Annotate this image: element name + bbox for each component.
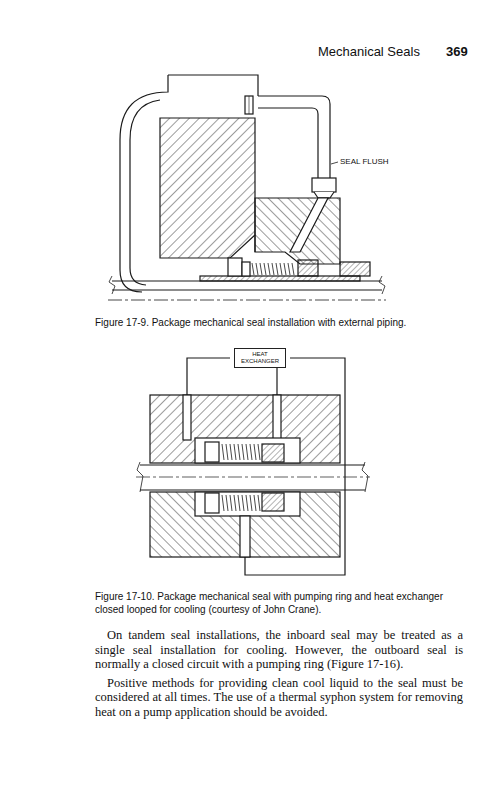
seal-face (228, 258, 242, 276)
cooling-pipe (187, 358, 230, 395)
box-label: HEAT EXCHANGER (238, 351, 282, 365)
body-paragraph: On tandem seal installations, the inboar… (95, 628, 463, 672)
spring (222, 444, 260, 511)
cooling-pipe (276, 368, 277, 395)
pumping-ring (262, 493, 284, 511)
shaft (140, 489, 365, 490)
bolt (245, 96, 253, 114)
seal-cavity (195, 438, 300, 463)
figure-caption: Figure 17-10. Package mechanical seal wi… (95, 590, 465, 616)
centerline (108, 300, 386, 301)
pipe-fitting (312, 178, 336, 192)
figure-17-10 (136, 358, 370, 575)
seal-face (205, 442, 219, 462)
heat-exchanger-box: HEAT EXCHANGER (234, 348, 286, 368)
shaft (140, 464, 365, 465)
seal-ring (298, 260, 318, 276)
flush-pipe (258, 108, 318, 178)
flush-passage (290, 198, 328, 252)
casing-outline (130, 100, 160, 285)
figure-17-9 (108, 75, 386, 300)
running-header: Mechanical Seals (318, 44, 420, 59)
seal-housing (150, 492, 340, 557)
body-paragraph: Positive methods for providing clean coo… (95, 676, 463, 720)
page-number: 369 (446, 44, 468, 59)
callout-label: SEAL FLUSH (339, 157, 390, 166)
flush-pipe (258, 96, 330, 178)
gland (255, 198, 340, 264)
seal-housing (150, 395, 340, 463)
leader-line (331, 162, 338, 164)
seal-face (242, 262, 250, 276)
port (273, 395, 281, 440)
shaft-sleeve (200, 276, 360, 281)
casing-outline (168, 75, 258, 96)
port (240, 516, 250, 557)
shaft (112, 289, 382, 290)
pumping-ring (262, 444, 284, 462)
shaft (112, 280, 382, 281)
port (183, 395, 191, 440)
centerline (136, 477, 370, 478)
pipe-fitting (314, 192, 334, 198)
sleeve-collar (340, 262, 370, 276)
seal-cavity (195, 492, 300, 516)
figure-caption: Figure 17-9. Package mechanical seal ins… (95, 316, 465, 329)
spring (252, 263, 294, 275)
seal-face (205, 493, 219, 513)
stuffing-box (160, 118, 255, 258)
